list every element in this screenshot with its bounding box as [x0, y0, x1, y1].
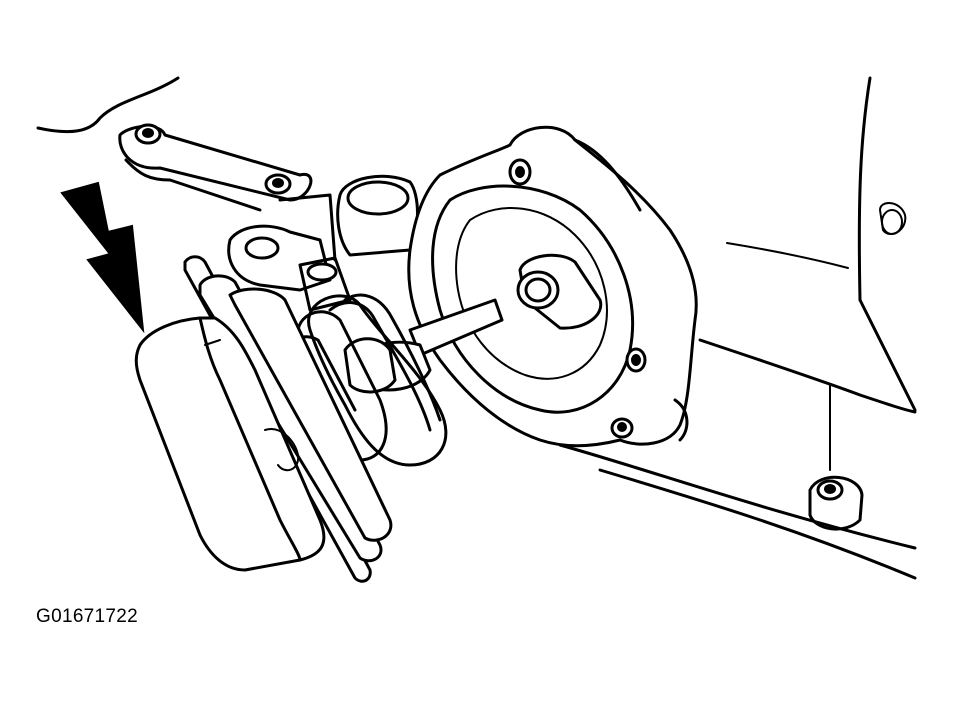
actuator-cover: [134, 316, 326, 572]
figure-code: G01671722: [36, 606, 139, 627]
down-arrow-icon: [60, 181, 145, 334]
engine-block-outline: [36, 76, 917, 580]
mounting-rail: [118, 123, 864, 531]
piston-shaft: [343, 253, 603, 394]
bracket: [227, 174, 419, 312]
